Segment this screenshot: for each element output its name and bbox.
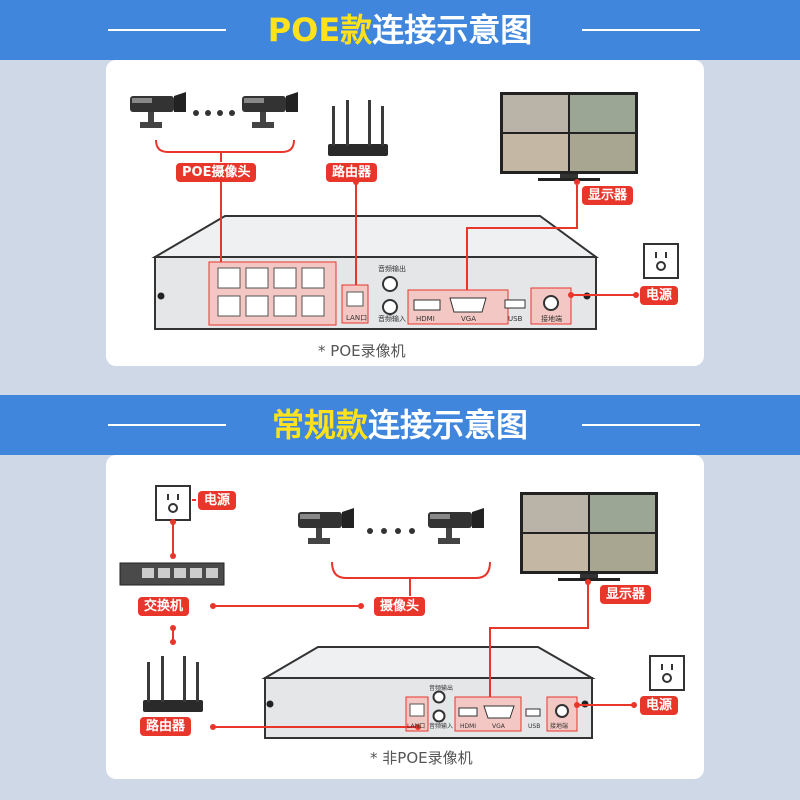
router-icon — [328, 100, 388, 156]
ellipsis-dots-icon — [193, 110, 235, 116]
camera-icon — [242, 92, 298, 128]
regular-section-title: 常规款连接示意图 — [0, 395, 800, 455]
camera-label: 摄像头 — [374, 597, 425, 616]
port-label-audio-in: 音频输入 — [378, 314, 406, 323]
port-label-vga: VGA — [492, 723, 506, 730]
port-label-hdmi: HDMI — [460, 723, 476, 730]
regular-title-highlight: 常规款 — [272, 406, 368, 444]
router-label: 路由器 — [140, 717, 191, 736]
port-label-ground: 接地端 — [541, 314, 562, 323]
port-label-hdmi: HDMI — [416, 315, 435, 323]
poe-nvr-caption: * POE录像机 — [318, 340, 406, 361]
router-icon — [143, 656, 203, 712]
port-label-usb: USB — [528, 723, 540, 730]
port-label-audio-in: 音频输入 — [429, 722, 453, 730]
power-outlet-icon — [156, 486, 190, 520]
port-label-ground: 接地端 — [550, 722, 568, 730]
power-outlet-icon — [650, 656, 684, 690]
regular-title-rest: 连接示意图 — [368, 406, 528, 444]
camera-icon — [130, 92, 186, 128]
monitor-icon — [520, 492, 658, 581]
power-label-top: 电源 — [198, 491, 236, 510]
camera-icon — [298, 508, 354, 544]
regular-title-band: 常规款连接示意图 — [0, 395, 800, 455]
power-outlet-icon — [644, 244, 678, 278]
port-label-audio-out: 音频输出 — [429, 684, 453, 692]
monitor-icon — [500, 92, 638, 181]
regular-nvr-caption: * 非POE录像机 — [370, 747, 473, 768]
port-label-lan: LAN口 — [346, 314, 367, 322]
camera-icon — [428, 508, 484, 544]
poe-camera-label: POE摄像头 — [176, 163, 256, 182]
switch-label: 交换机 — [138, 597, 189, 616]
switch-icon — [120, 563, 224, 585]
monitor-label: 显示器 — [600, 585, 651, 604]
camera-group-bracket — [156, 140, 294, 152]
router-label: 路由器 — [326, 163, 377, 182]
port-label-usb: USB — [508, 315, 523, 323]
power-label: 电源 — [640, 286, 678, 305]
ellipsis-dots-icon — [367, 528, 415, 534]
port-label-vga: VGA — [461, 315, 476, 323]
camera-group-bracket — [332, 562, 490, 578]
power-label: 电源 — [640, 696, 678, 715]
port-label-lan: LAN口 — [407, 723, 425, 730]
monitor-label: 显示器 — [582, 186, 633, 205]
port-label-audio-out: 音频输出 — [378, 264, 406, 273]
